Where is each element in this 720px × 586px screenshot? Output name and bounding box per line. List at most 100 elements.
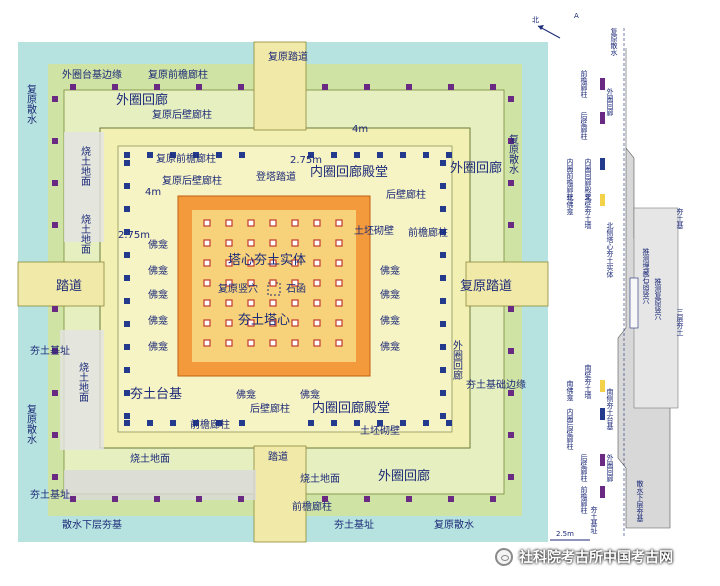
section-label-shaft: 推测埋藏石函竖穴 [642, 247, 650, 305]
section-label-base-site: 夯土基址 [590, 505, 598, 534]
inner-column [440, 344, 446, 350]
label-restored-path-north: 复原踏道 [268, 50, 308, 63]
core-column [291, 259, 299, 267]
label-fired-earth-left: 烧土地面 [79, 145, 91, 187]
north-path [253, 41, 307, 131]
label-buddha-niche-5: 佛龛 [148, 340, 168, 353]
section-label-north-side: 北侧塔心夯土实体 [606, 222, 614, 279]
wechat-icon [495, 548, 513, 566]
label-rammed-core: 塔心夯土实体 [228, 253, 306, 268]
north-label: 北 [532, 16, 539, 24]
section-label-inner-rear-col: 内圈后壁廊柱 [566, 407, 574, 451]
label-fired-earth-left2: 烧土地面 [79, 213, 91, 255]
watermark-text: 社科院考古所中国考古网 [519, 550, 673, 566]
column-grid [52, 84, 514, 502]
core-column [225, 239, 233, 247]
outer-column [406, 84, 412, 90]
inner-column [440, 298, 446, 304]
label-outer-corridor-top: 外圈回廊 [116, 92, 168, 108]
section-drawing: 北 A 复原散水 前檐廊柱 外圈回廊 后壁廊柱 内圈前檐廊柱 内圈回廊殿堂 北佛… [532, 12, 684, 541]
label-restored-front-col-inner: 复原前檐廊柱 [156, 152, 216, 165]
section-marker-8 [600, 486, 605, 498]
inner-column [147, 152, 153, 158]
inner-column [124, 206, 130, 212]
outer-column [52, 138, 58, 144]
outer-column [508, 474, 514, 480]
core-column [291, 279, 299, 287]
core-column [335, 219, 343, 227]
outer-column [364, 84, 370, 90]
label-rear-wall-col-bottom: 后壁廊柱 [250, 402, 290, 415]
outer-column [52, 96, 58, 102]
label-rammed-platform: 夯土台基 [130, 387, 182, 402]
inner-column [440, 252, 446, 258]
core-column [225, 339, 233, 347]
core-column [247, 219, 255, 227]
label-rammed-base-edge: 夯土基础边缘 [466, 378, 526, 391]
core-column [225, 219, 233, 227]
label-inner-corridor-hall-bottom: 内圈回廊殿堂 [312, 400, 390, 416]
core-column [335, 339, 343, 347]
label-fired-earth-bottom2: 烧土地面 [300, 472, 340, 485]
outer-column [448, 84, 454, 90]
inner-column [124, 152, 130, 158]
section-label-apron: 复原散水 [610, 27, 618, 56]
core-column [225, 319, 233, 327]
outer-column [52, 390, 58, 396]
inner-column [440, 206, 446, 212]
core-column [335, 299, 343, 307]
label-buddha-niche-1: 佛龛 [148, 238, 168, 251]
core-column [291, 219, 299, 227]
core-column [269, 259, 277, 267]
outer-column [508, 432, 514, 438]
outer-column [196, 84, 202, 90]
label-front-eave-col-bottom-left: 前檐廊柱 [190, 418, 230, 431]
core-column [313, 259, 321, 267]
label-buddha-niche-4: 佛龛 [148, 314, 168, 327]
label-buddha-niche-11: 佛龛 [300, 388, 320, 401]
inner-column [124, 344, 130, 350]
label-buddha-niche-2: 佛龛 [148, 264, 168, 277]
outer-column [508, 390, 514, 396]
inner-column [440, 183, 446, 189]
section-marker-4 [600, 194, 605, 206]
section-label-niche: 北佛龛 [566, 194, 574, 216]
label-front-eave-col: 前檐廊柱 [408, 226, 448, 239]
inner-column [124, 321, 130, 327]
west-path [17, 261, 105, 307]
section-label-inner-front-col: 内圈前檐廊柱 [566, 157, 574, 201]
label-rammed-core-center: 夯土塔心 [238, 313, 290, 328]
section-label-south-base: 南侧夯土台基 [606, 387, 614, 430]
section-label-outer-corridor-s: 外圈回廊 [606, 453, 614, 483]
section-shaft [629, 277, 639, 329]
inner-column [440, 367, 446, 373]
plan-label-group: 外圈台基边缘 复原前檐廊柱 外圈回廊 复原后壁廊柱 复原踏道 复原前檐廊柱 复原… [30, 50, 526, 531]
core-column [225, 279, 233, 287]
inner-column [423, 420, 429, 426]
label-lower-apron: 散水下层夯基 [62, 518, 122, 531]
core-column [335, 319, 343, 327]
core-column [203, 219, 211, 227]
section-marker-2 [600, 112, 605, 124]
inner-column [124, 275, 130, 281]
label-buddha-niche-10: 佛龛 [236, 388, 256, 401]
fired-earth-gray-left2 [60, 330, 104, 450]
inner-column [216, 152, 222, 158]
core-column [269, 319, 277, 327]
inner-column [124, 252, 130, 258]
inner-column [193, 420, 199, 426]
label-outer-corridor-right: 外圈回廊 [451, 340, 463, 381]
section-label-rear-col-s: 后壁廊柱 [580, 453, 588, 483]
core-column [203, 339, 211, 347]
label-dim-275b: 2.75m [118, 230, 150, 241]
core-column [247, 279, 255, 287]
inner-column [331, 152, 337, 158]
core-column [335, 259, 343, 267]
core-column [247, 259, 255, 267]
fired-earth-gray-bottom [64, 470, 256, 500]
fired-earth-gray-left [64, 132, 104, 242]
label-earth-wall-bottom: 土坯砌壁 [360, 424, 400, 437]
label-outer-platform-edge: 外圈台基边缘 [62, 68, 122, 81]
core-column [225, 299, 233, 307]
